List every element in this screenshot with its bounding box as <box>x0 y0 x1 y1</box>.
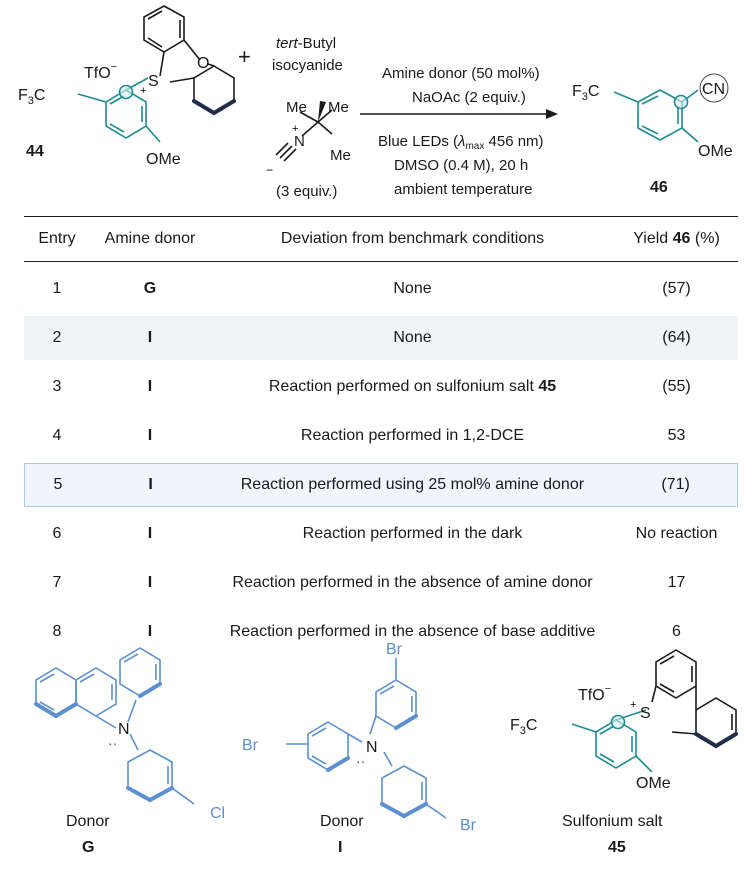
me-label-1: Me <box>286 99 307 116</box>
isocyanide-structure <box>275 109 333 162</box>
conditions-below-1: Blue LEDs (λmax 456 nm) <box>378 133 544 152</box>
header-yield: Yield 46 (%) <box>633 230 720 247</box>
cell-deviation: Reaction performed in 1,2-DCE <box>300 427 525 444</box>
conditions-below-2: DMSO (0.4 M), 20 h <box>394 157 528 174</box>
salt-counterion: TfO− <box>578 683 611 704</box>
reaction-scheme: TfO− O S + F3C OMe 44 + tert-Butyl isocy… <box>18 5 733 200</box>
donor-i-lone-pair: ·· <box>356 753 365 769</box>
cell-donor: I <box>148 476 153 493</box>
donor-g-title: Donor <box>66 813 110 830</box>
isocyanide-c-charge: − <box>266 163 273 177</box>
header-amine-donor: Amine donor <box>104 230 196 247</box>
donor-g-lone-pair: ·· <box>108 735 117 751</box>
product-number: 46 <box>650 179 668 196</box>
isocyanide-name: tert-Butyl <box>276 35 336 52</box>
cell-entry: 8 <box>52 623 62 640</box>
donor-i-br-left: Br <box>242 737 259 754</box>
cell-yield: (55) <box>662 378 691 395</box>
cell-deviation: Reaction performed in the absence of bas… <box>229 623 596 640</box>
cell-yield: (57) <box>662 280 691 297</box>
product-cf3: F3C <box>572 83 599 103</box>
cell-entry: 6 <box>52 525 62 542</box>
salt-45-structure <box>651 649 737 747</box>
cell-yield: 53 <box>667 427 686 444</box>
cell-entry: 2 <box>52 329 62 346</box>
ome-label: OMe <box>146 151 181 168</box>
header-deviation: Deviation from benchmark conditions <box>280 230 545 247</box>
product-ome: OMe <box>698 143 733 160</box>
cell-yield: (64) <box>662 329 691 346</box>
salt-cf3: F3C <box>510 717 537 737</box>
donor-g-label: G <box>82 839 94 856</box>
salt-s-charge: + <box>630 699 636 711</box>
cell-donor: G <box>143 280 157 297</box>
cell-entry: 7 <box>52 574 62 591</box>
cf3-label: F3C <box>18 87 45 107</box>
header-entry: Entry <box>38 230 76 247</box>
cell-entry: 4 <box>52 427 62 444</box>
table-row: 4 I Reaction performed in 1,2-DCE 53 <box>24 414 738 458</box>
salt-title: Sulfonium salt <box>562 813 663 830</box>
sulfur-label: S <box>148 73 159 90</box>
optimization-table: Entry Amine donor Deviation from benchma… <box>24 216 738 654</box>
product-cn: CN <box>702 81 725 98</box>
me-label-2: Me <box>328 99 349 116</box>
cell-deviation: Reaction performed in the dark <box>302 525 523 542</box>
cell-donor: I <box>147 427 153 444</box>
salt-label: 45 <box>608 839 626 856</box>
donor-i-br-top: Br <box>386 641 403 658</box>
table-row: 7 I Reaction performed in the absence of… <box>24 561 738 605</box>
isocyanide-equiv: (3 equiv.) <box>276 183 337 200</box>
donor-g-cl: Cl <box>210 805 225 822</box>
donor-g-structure <box>35 647 195 805</box>
conditions-above-1: Amine donor (50 mol%) <box>382 65 540 82</box>
cell-donor: I <box>147 378 153 395</box>
salt-ome: OMe <box>636 775 671 792</box>
cell-donor: I <box>147 623 153 640</box>
cell-entry: 1 <box>52 280 62 297</box>
sulfur-charge: + <box>140 85 146 97</box>
cell-yield: 17 <box>667 574 686 591</box>
table-row: 3 I Reaction performed on sulfonium salt… <box>24 365 738 409</box>
cell-deviation: Reaction performed using 25 mol% amine d… <box>240 476 585 493</box>
cell-deviation: None <box>393 280 432 297</box>
cell-donor: I <box>147 574 153 591</box>
cell-entry: 3 <box>52 378 62 395</box>
reactant-number: 44 <box>26 143 44 160</box>
reactant-44 <box>143 5 235 114</box>
donor-i-structure <box>286 658 447 819</box>
donor-i-title: Donor <box>320 813 364 830</box>
cell-yield: No reaction <box>635 525 718 542</box>
table-header: Entry Amine donor Deviation from benchma… <box>24 216 738 262</box>
oxygen-label: O <box>197 55 209 72</box>
cell-yield: 6 <box>672 623 681 640</box>
me-label-3: Me <box>330 147 351 164</box>
cell-deviation: Reaction performed in the absence of ami… <box>232 574 593 591</box>
table-row: 2 I None (64) <box>24 316 738 360</box>
cell-deviation: Reaction performed on sulfonium salt 45 <box>268 378 557 395</box>
isocyanide-n: N <box>294 133 305 150</box>
cell-entry: 5 <box>53 476 63 493</box>
cell-donor: I <box>147 329 153 346</box>
salt-s: S <box>640 705 651 722</box>
donor-i-n: N <box>366 739 378 756</box>
isocyanide-name-2: isocyanide <box>272 57 343 74</box>
donor-i-label: I <box>338 839 342 856</box>
cell-donor: I <box>147 525 153 542</box>
product-46 <box>613 73 729 143</box>
donor-structures: N ·· Cl Donor G Br Br Br N ·· Donor I <box>34 641 738 856</box>
table-row: 1 G None (57) <box>24 267 738 311</box>
donor-g-n: N <box>118 721 130 738</box>
isocyanide-n-charge: + <box>292 123 298 135</box>
cell-yield: (71) <box>661 476 690 493</box>
donor-i-br-bottom: Br <box>460 817 477 834</box>
table-row: 6 I Reaction performed in the dark No re… <box>24 512 738 556</box>
table-row: 8 I Reaction performed in the absence of… <box>24 610 738 654</box>
reactant-counterion: TfO− <box>84 61 117 82</box>
conditions-above-2: NaOAc (2 equiv.) <box>412 89 526 106</box>
cell-deviation: None <box>393 329 432 346</box>
plus-sign: + <box>238 44 251 69</box>
conditions-below-3: ambient temperature <box>394 181 532 198</box>
table-row-highlighted: 5 I Reaction performed using 25 mol% ami… <box>24 463 738 507</box>
